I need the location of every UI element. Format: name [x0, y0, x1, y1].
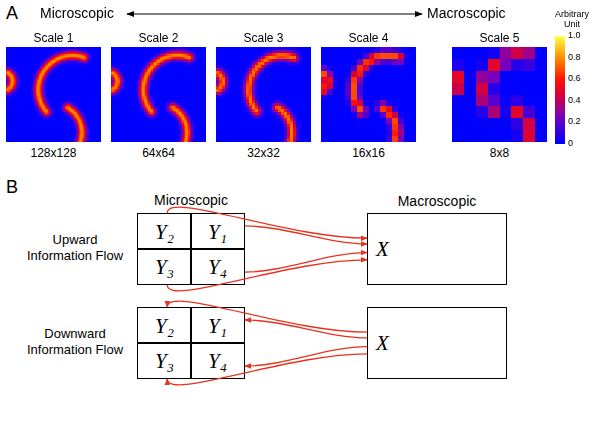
heatmap-image — [321, 47, 416, 142]
information-flow-arrow — [167, 207, 367, 238]
information-flow-arrow — [245, 347, 367, 366]
micro-cell: Y₃ — [137, 248, 192, 285]
micro-cell: Y₄ — [190, 342, 245, 379]
node-heading: Microscopic — [77, 192, 305, 208]
colorbar-tick: 1.0 — [568, 30, 596, 41]
node-symbol: Y₂ — [138, 315, 191, 336]
resolution-label: 64x64 — [111, 146, 206, 160]
resolution-label: 32x32 — [216, 146, 311, 160]
micro-cell: Y₁ — [190, 213, 245, 250]
micro-cell: Y₂ — [137, 213, 192, 250]
row-label: Downward Information Flow — [20, 326, 130, 358]
heatmap-image — [452, 47, 547, 142]
node-heading: Macroscopic — [308, 193, 566, 209]
micro-cell: Y₂ — [137, 307, 192, 344]
macro-box: X — [367, 307, 507, 379]
panel-letter: A — [6, 2, 26, 24]
node-symbol: Y₃ — [138, 256, 191, 277]
panel-letter: B — [6, 176, 26, 198]
micro-cell: Y₁ — [190, 307, 245, 344]
heatmap-image — [6, 47, 101, 142]
colorbar-tick: 0.6 — [568, 73, 596, 84]
scale-title: Scale 5 — [452, 31, 547, 45]
resolution-label: 8x8 — [452, 146, 547, 160]
scale-title: Scale 2 — [111, 31, 206, 45]
node-symbol: X — [376, 239, 389, 260]
information-flow-arrow — [245, 253, 367, 272]
node-symbol: Y₁ — [191, 315, 244, 336]
resolution-label: 128x128 — [6, 146, 101, 160]
row-label: Upward Information Flow — [20, 232, 130, 264]
heatmap-image — [216, 47, 311, 142]
colorbar-tick: 0.8 — [568, 52, 596, 63]
node-symbol: Y₂ — [138, 221, 191, 242]
scale-title: Scale 4 — [321, 31, 416, 45]
scale-end-label: Macroscopic — [427, 5, 517, 22]
node-symbol: Y₃ — [138, 350, 191, 371]
node-symbol: X — [376, 333, 389, 354]
information-flow-arrow — [167, 354, 367, 385]
scale-title: Scale 3 — [216, 31, 311, 45]
micro-cell: Y₃ — [137, 342, 192, 379]
colorbar — [555, 36, 565, 144]
colorbar-title: Arbitrary Unit — [549, 9, 595, 29]
resolution-label: 16x16 — [321, 146, 416, 160]
colorbar-tick: 0.4 — [568, 95, 596, 106]
node-symbol: Y₄ — [191, 256, 244, 277]
information-flow-arrow — [245, 226, 367, 244]
node-symbol: Y₁ — [191, 221, 244, 242]
colorbar-tick: 0 — [568, 138, 596, 149]
micro-grid: MicroscopicY₂Y₁Y₃Y₄ — [137, 213, 245, 285]
information-flow-arrow — [167, 301, 367, 332]
scale-double-arrow — [127, 13, 422, 14]
scale-end-label: Microscopic — [40, 5, 125, 22]
macro-box: MacroscopicX — [367, 213, 507, 285]
information-flow-arrow — [167, 260, 367, 291]
micro-cell: Y₄ — [190, 248, 245, 285]
node-symbol: Y₄ — [191, 350, 244, 371]
colorbar-tick: 0.2 — [568, 116, 596, 127]
information-flow-arrow — [245, 320, 367, 338]
heatmap-image — [111, 47, 206, 142]
scale-title: Scale 1 — [6, 31, 101, 45]
